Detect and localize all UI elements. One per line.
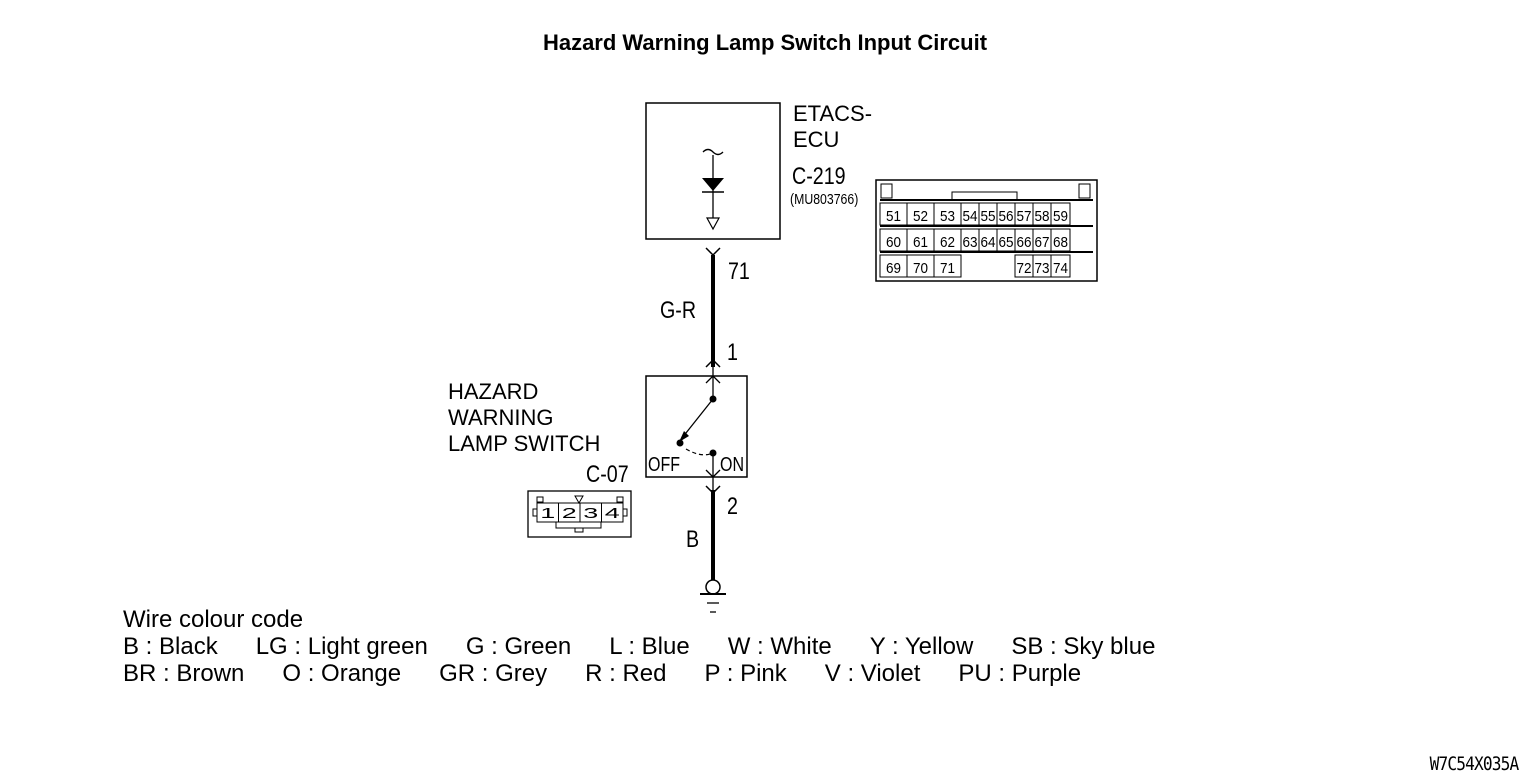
legend-entry: BR : Brown [123, 660, 245, 687]
legend-heading: Wire colour code [123, 606, 304, 633]
legend-entry: PU : Purple [958, 660, 1082, 687]
legend-row-1: B : Black LG : Light green G : Green L : Bl… [123, 633, 1155, 660]
switch-name: HAZARD WARNING LAMP SWITCH [448, 379, 600, 457]
ecu-terminal-label: 71 [728, 257, 750, 284]
connector-pin-cell [933, 254, 962, 278]
connector-pin-number: 52 [913, 208, 928, 225]
legend-entry: Y : Yellow [869, 633, 974, 660]
connector-pin-number: 72 [1017, 260, 1032, 277]
connector-pin-number: 70 [913, 260, 928, 277]
connector-pin-number: 69 [886, 260, 901, 277]
legend-entry: R : Red [585, 660, 667, 687]
connector-pin-number: 73 [1035, 260, 1050, 277]
legend-entry: SB : Sky blue [1011, 633, 1156, 660]
connector-pin-number: 59 [1053, 208, 1068, 225]
connector-pin-number: 3 [583, 505, 598, 522]
switch-contact-icon [676, 395, 721, 490]
connector-pin-number: 63 [963, 234, 978, 251]
connector-pin-number: 62 [940, 234, 955, 251]
ground-icon [700, 579, 726, 613]
ecu-name-line2: ECU [793, 127, 840, 152]
connector-pin-number: 61 [913, 234, 928, 251]
ecu-connector-label: C-219 [792, 162, 846, 189]
switch-name-line1: HAZARD [448, 379, 539, 404]
connector-pin-number: 57 [1017, 208, 1032, 225]
legend-entry: O : Orange [282, 660, 402, 687]
legend-entry: P : Pink [704, 660, 787, 687]
connector-pin-number: 53 [940, 208, 955, 225]
connector-pin-cell [601, 502, 624, 523]
figure-code: W7C54X035A [1429, 753, 1519, 775]
switch-terminal-top-label: 1 [727, 338, 738, 365]
legend-entry: LG : Light green [255, 633, 428, 660]
connector-pin-number: 74 [1053, 260, 1068, 277]
switch-connector-label: C-07 [586, 460, 629, 487]
connector-pin-number: 56 [999, 208, 1014, 225]
ecu-name-line1: ETACS- [793, 101, 873, 126]
legend-entry: L : Blue [609, 633, 690, 660]
connector-pin-cell [1050, 254, 1071, 278]
connector-pin-number: 4 [605, 505, 620, 522]
switch-box [645, 375, 748, 478]
diode-icon [702, 148, 724, 231]
diagram-title: Hazard Warning Lamp Switch Input Circuit [542, 30, 988, 55]
connector-pin-number: 67 [1035, 234, 1050, 251]
ecu-part-number: (MU803766) [790, 191, 858, 207]
legend-row-2: BR : Brown O : Orange GR : Grey R : Red P : … [123, 660, 1155, 687]
legend-entry: W : White [727, 633, 832, 660]
legend-entry: B : Black [123, 633, 218, 660]
connector-pin-number: 51 [886, 208, 901, 225]
ecu-terminal-71-icon [705, 247, 721, 256]
legend-entry: GR : Grey [439, 660, 548, 687]
connector-pin-number: 2 [562, 505, 577, 522]
connector-pin-number: 55 [981, 208, 996, 225]
legend-entry: V : Violet [824, 660, 921, 687]
connector-pin-number: 64 [981, 234, 996, 251]
connector-pin-number: 54 [963, 208, 978, 225]
connector-pin-number: 60 [886, 234, 901, 251]
connector-pin-number: 68 [1053, 234, 1068, 251]
connector-pin-number: 65 [999, 234, 1014, 251]
legend-entry: G : Green [465, 633, 572, 660]
ecu-box [645, 102, 781, 240]
connector-pin-number: 66 [1017, 234, 1032, 251]
switch-terminal-1-icon [705, 359, 721, 398]
wire-lower-color: B [686, 525, 699, 552]
connector-pin-number: 58 [1035, 208, 1050, 225]
switch-terminal-bottom-label: 2 [727, 492, 738, 519]
switch-name-line2: WARNING [448, 405, 554, 430]
wire-colour-legend: Wire colour code B : Black LG : Light gre… [123, 606, 1155, 687]
connector-pin-number: 1 [540, 505, 555, 522]
switch-on-label: ON [720, 453, 744, 475]
wire-upper-color: G-R [660, 296, 696, 323]
switch-name-line3: LAMP SWITCH [448, 431, 601, 456]
connector-pin-number: 71 [940, 260, 955, 277]
switch-off-label: OFF [648, 453, 680, 475]
ecu-name: ETACS- ECU [793, 101, 872, 153]
